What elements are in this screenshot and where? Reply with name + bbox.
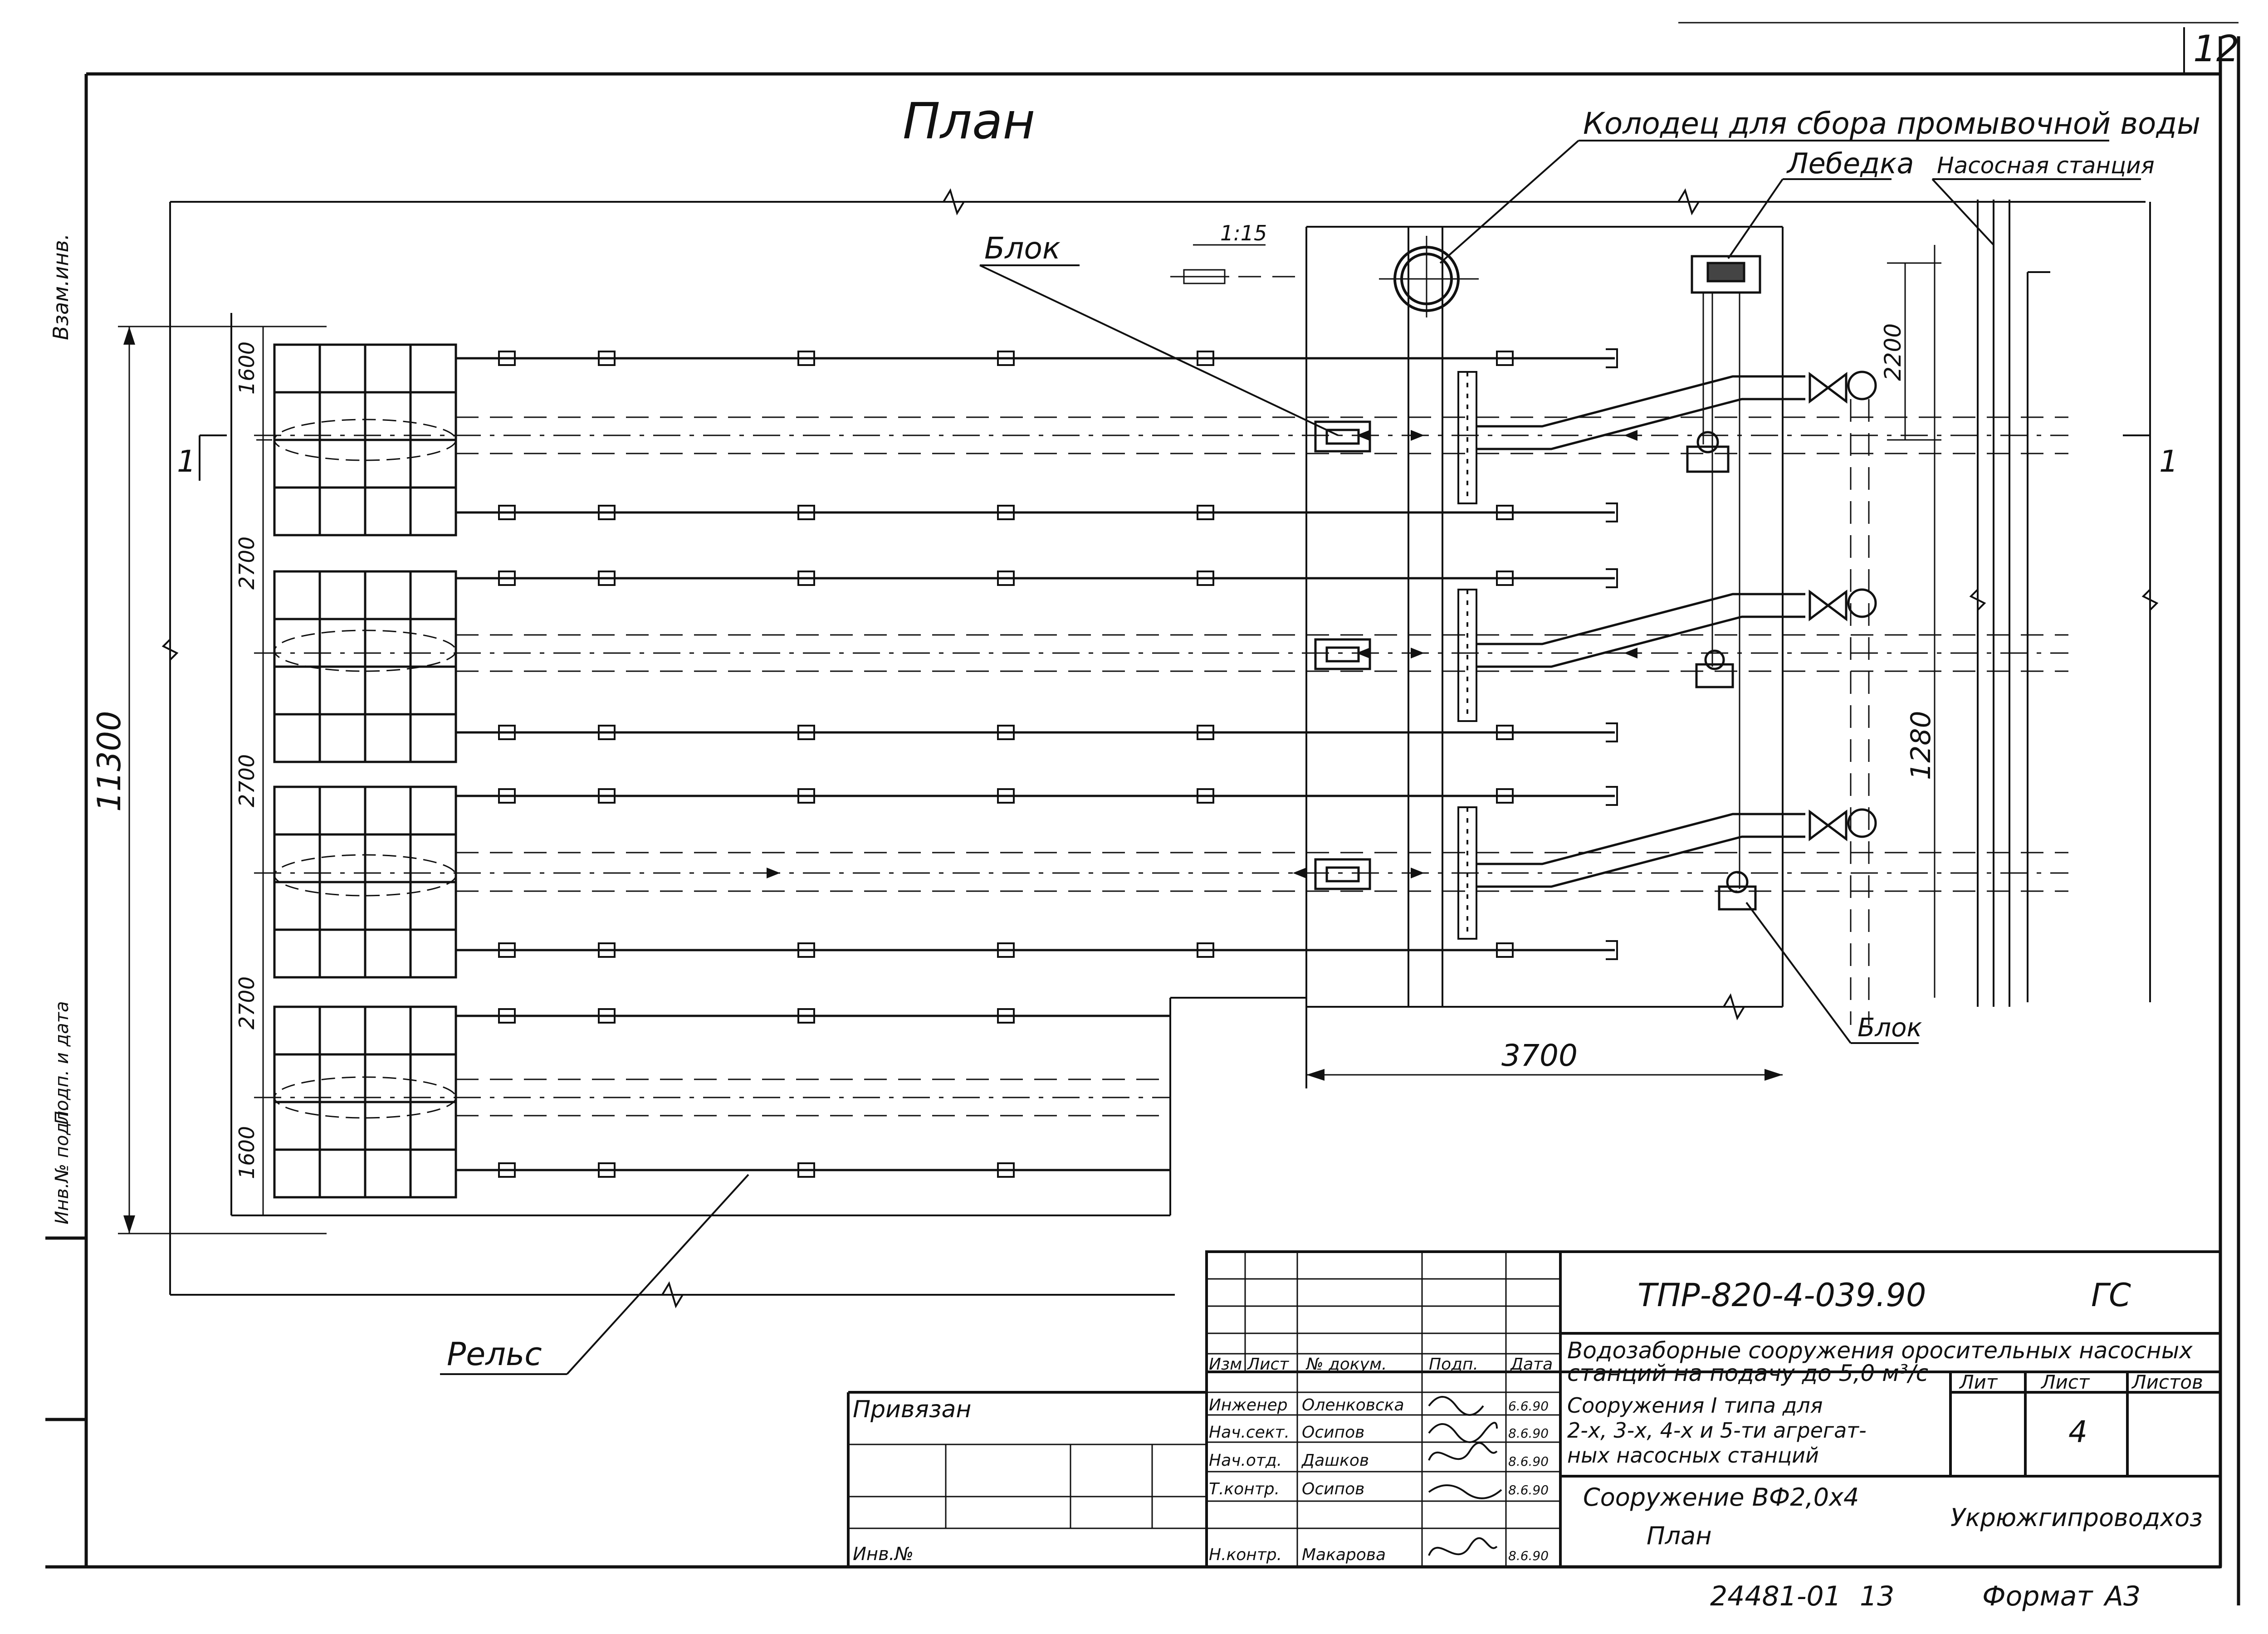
svg-text:8.6.90: 8.6.90 <box>1508 1548 1549 1563</box>
structure-outline <box>169 200 2151 1296</box>
section-mark-left: 1 <box>177 444 196 479</box>
drawing-code: ТПР-820-4-039.90 <box>1637 1277 1926 1314</box>
flow-arrows <box>767 430 1637 878</box>
leader-lines <box>440 140 2141 1375</box>
sheet-title-3: ных насосных станций <box>1567 1443 1819 1468</box>
svg-text:Т.контр.: Т.контр. <box>1209 1480 1280 1498</box>
title-block-grid <box>847 1250 2222 1568</box>
header-doc: № докум. <box>1305 1355 1387 1374</box>
organization: Укрюжгипроводхоз <box>1950 1503 2203 1532</box>
slope-label: 1:15 <box>1220 221 1267 245</box>
header-sheets: Листов <box>2131 1371 2203 1393</box>
valves <box>1809 371 1877 841</box>
svg-text:Нач.отд.: Нач.отд. <box>1209 1451 1282 1470</box>
format-label: Формат <box>1982 1580 2093 1612</box>
channel-blocks <box>1314 420 1371 890</box>
privyazan-label: Привязан <box>853 1396 971 1423</box>
collection-well <box>1179 236 1479 317</box>
archive-sheet: 13 <box>1860 1580 1894 1612</box>
dimension-ticks <box>123 327 1783 1234</box>
inv-label: Инв.№ <box>853 1544 914 1565</box>
archive-number: 24481-01 <box>1710 1580 1841 1612</box>
svg-text:Подп. и дата: Подп. и дата <box>52 1001 73 1125</box>
header-sign: Подп. <box>1429 1355 1478 1374</box>
drawing-title-1: Сооружение ВФ2,0х4 <box>1583 1483 1859 1512</box>
svg-text:Инв.№ подл.: Инв.№ подл. <box>52 1105 73 1224</box>
svg-text:Осипов: Осипов <box>1302 1480 1364 1498</box>
dim-1280: 1280 <box>1905 711 1937 780</box>
left-margin-stamps: Взам.инв. Подп. и дата Инв.№ подл. <box>49 234 73 1224</box>
header-sheet: Лист <box>2040 1371 2090 1393</box>
sheet-title-2: 2-х, 3-х, 4-х и 5-ти агрегат- <box>1567 1418 1867 1443</box>
filter-block-1 <box>273 343 457 537</box>
svg-text:Дашков: Дашков <box>1301 1451 1369 1470</box>
rail-label: Рельс <box>447 1336 542 1373</box>
title-block-rows <box>848 1252 1560 1567</box>
rail-clamps <box>498 348 1618 1178</box>
dim-width: 3700 <box>1501 1038 1578 1073</box>
stage-code: ГС <box>2091 1277 2131 1314</box>
sheet-no: 4 <box>2068 1415 2087 1449</box>
svg-text:Взам.инв.: Взам.инв. <box>49 234 73 340</box>
sheet-number: 12 <box>2193 28 2239 70</box>
header-list: Лист <box>1246 1355 1289 1374</box>
filter-block-4 <box>273 1005 457 1199</box>
svg-text:Инженер: Инженер <box>1209 1396 1288 1415</box>
section-mark-right: 1 <box>2159 444 2178 479</box>
svg-text:Нач.сект.: Нач.сект. <box>1209 1423 1290 1442</box>
hidden-lines <box>456 276 2068 1117</box>
rails <box>456 357 1615 1171</box>
signature-marks <box>1428 1396 1502 1556</box>
filter-block-2 <box>273 570 457 763</box>
winch <box>1691 255 1761 889</box>
format-value: А3 <box>2103 1580 2141 1612</box>
dim-left-4: 2700 <box>235 976 259 1029</box>
plan-title: План <box>903 92 1035 150</box>
sheet-frame <box>45 22 2240 1605</box>
svg-text:8.6.90: 8.6.90 <box>1508 1483 1549 1497</box>
svg-text:Оленковска: Оленковска <box>1302 1396 1404 1415</box>
header-izm: Изм <box>1209 1355 1242 1374</box>
break-marks <box>161 188 2159 1308</box>
svg-text:8.6.90: 8.6.90 <box>1508 1454 1549 1469</box>
suction-pipes <box>1476 375 1805 888</box>
pump-station-label: Насосная станция <box>1937 152 2155 179</box>
svg-text:6.6.90: 6.6.90 <box>1508 1399 1549 1414</box>
well-label: Колодец для сбора промывочной воды <box>1583 106 2200 141</box>
svg-text:8.6.90: 8.6.90 <box>1508 1426 1549 1441</box>
dim-2200: 2200 <box>1880 323 1906 381</box>
dim-left-5: 1600 <box>235 1126 259 1179</box>
svg-text:Осипов: Осипов <box>1302 1423 1364 1442</box>
rack-screens <box>1457 371 1477 940</box>
dim-overall: 11300 <box>91 711 128 812</box>
svg-text:Макарова: Макарова <box>1302 1546 1386 1564</box>
header-date: Дата <box>1510 1355 1553 1374</box>
dim-left-1: 1600 <box>235 341 259 395</box>
dim-left-3: 2700 <box>235 754 259 807</box>
dim-left-2: 2700 <box>235 537 259 590</box>
hoist-blocks <box>1686 431 1757 911</box>
project-title-1: Водозаборные сооружения оросительных нас… <box>1567 1337 2193 1364</box>
axis-lines <box>254 434 2068 1098</box>
header-lit: Лит <box>1959 1371 1998 1393</box>
svg-text:Н.контр.: Н.контр. <box>1209 1546 1282 1564</box>
filter-block-3 <box>273 785 457 979</box>
project-title-2: станций на подачу до 5,0 м³/с <box>1567 1360 1928 1386</box>
dimension-lines <box>118 245 1941 1234</box>
winch-label: Лебедка <box>1786 147 1914 180</box>
signatories: Инженер Оленковска 6.6.90 Нач.сект. Осип… <box>1209 1396 1549 1564</box>
sheet-title-1: Сооружения I типа для <box>1567 1393 1823 1418</box>
section-mark-lines <box>199 434 2151 481</box>
drawing-title-2: План <box>1647 1522 1712 1550</box>
block-label-bottom: Блок <box>1857 1013 1922 1043</box>
block-label-top: Блок <box>984 231 1061 266</box>
